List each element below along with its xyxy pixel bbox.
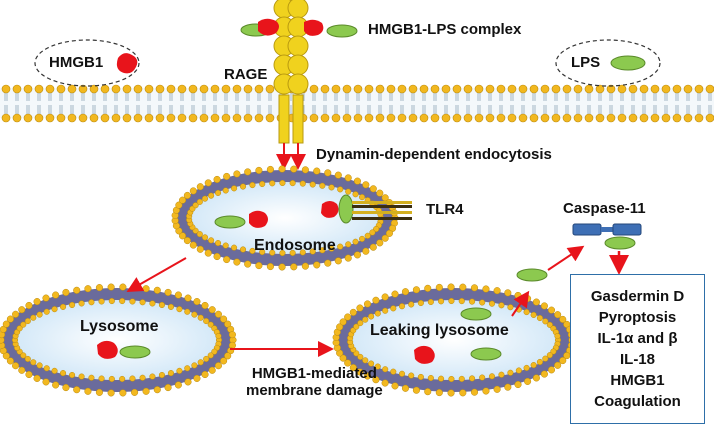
pathway-arrows — [126, 245, 629, 357]
caspase-11-protein — [572, 223, 642, 250]
lps-label: LPS — [571, 54, 601, 71]
hmgb1-legend — [34, 39, 140, 87]
lysosome-vesicle — [0, 283, 237, 397]
outcomes-box: Gasdermin D Pyroptosis IL-1α and β IL-18… — [570, 274, 705, 424]
damage-label-line1: HMGB1-mediated — [251, 365, 377, 382]
lysosome-contents — [97, 340, 151, 359]
lps-molecule — [610, 55, 646, 71]
outcome-item: IL-1α and β — [597, 330, 678, 347]
plasma-membrane — [0, 84, 714, 123]
lysosome-label: Lysosome — [80, 318, 159, 335]
endosome-contents — [214, 194, 354, 229]
leaking-lysosome-contents — [414, 268, 548, 364]
outcome-item: Pyroptosis — [598, 309, 677, 326]
outcome-item: HMGB1 — [610, 372, 665, 389]
outcome-item: Gasdermin D — [590, 288, 685, 305]
damage-label-line2: membrane damage — [246, 382, 383, 399]
hmgb1-label: HMGB1 — [49, 54, 104, 71]
outcome-item: Coagulation — [594, 393, 681, 410]
endocytosis-label: Dynamin-dependent endocytosis — [316, 146, 552, 163]
caspase-label: Caspase-11 — [563, 200, 646, 217]
endosome-label: Endosome — [254, 237, 336, 254]
rage-receptor — [240, 0, 358, 144]
leaking-lysosome-label: Leaking lysosome — [370, 322, 509, 339]
endosome-vesicle — [171, 165, 399, 271]
rage-label: RAGE — [224, 66, 268, 83]
lps-legend — [555, 39, 661, 87]
complex-label: HMGB1-LPS complex — [368, 21, 522, 38]
damage-label: HMGB1-mediated membrane damage — [246, 365, 383, 399]
endocytosis-arrows — [276, 143, 306, 170]
tlr4-receptor — [352, 201, 412, 220]
hmgb1-protein — [116, 53, 138, 74]
outcome-item: IL-18 — [619, 351, 655, 368]
tlr4-label: TLR4 — [426, 201, 464, 218]
